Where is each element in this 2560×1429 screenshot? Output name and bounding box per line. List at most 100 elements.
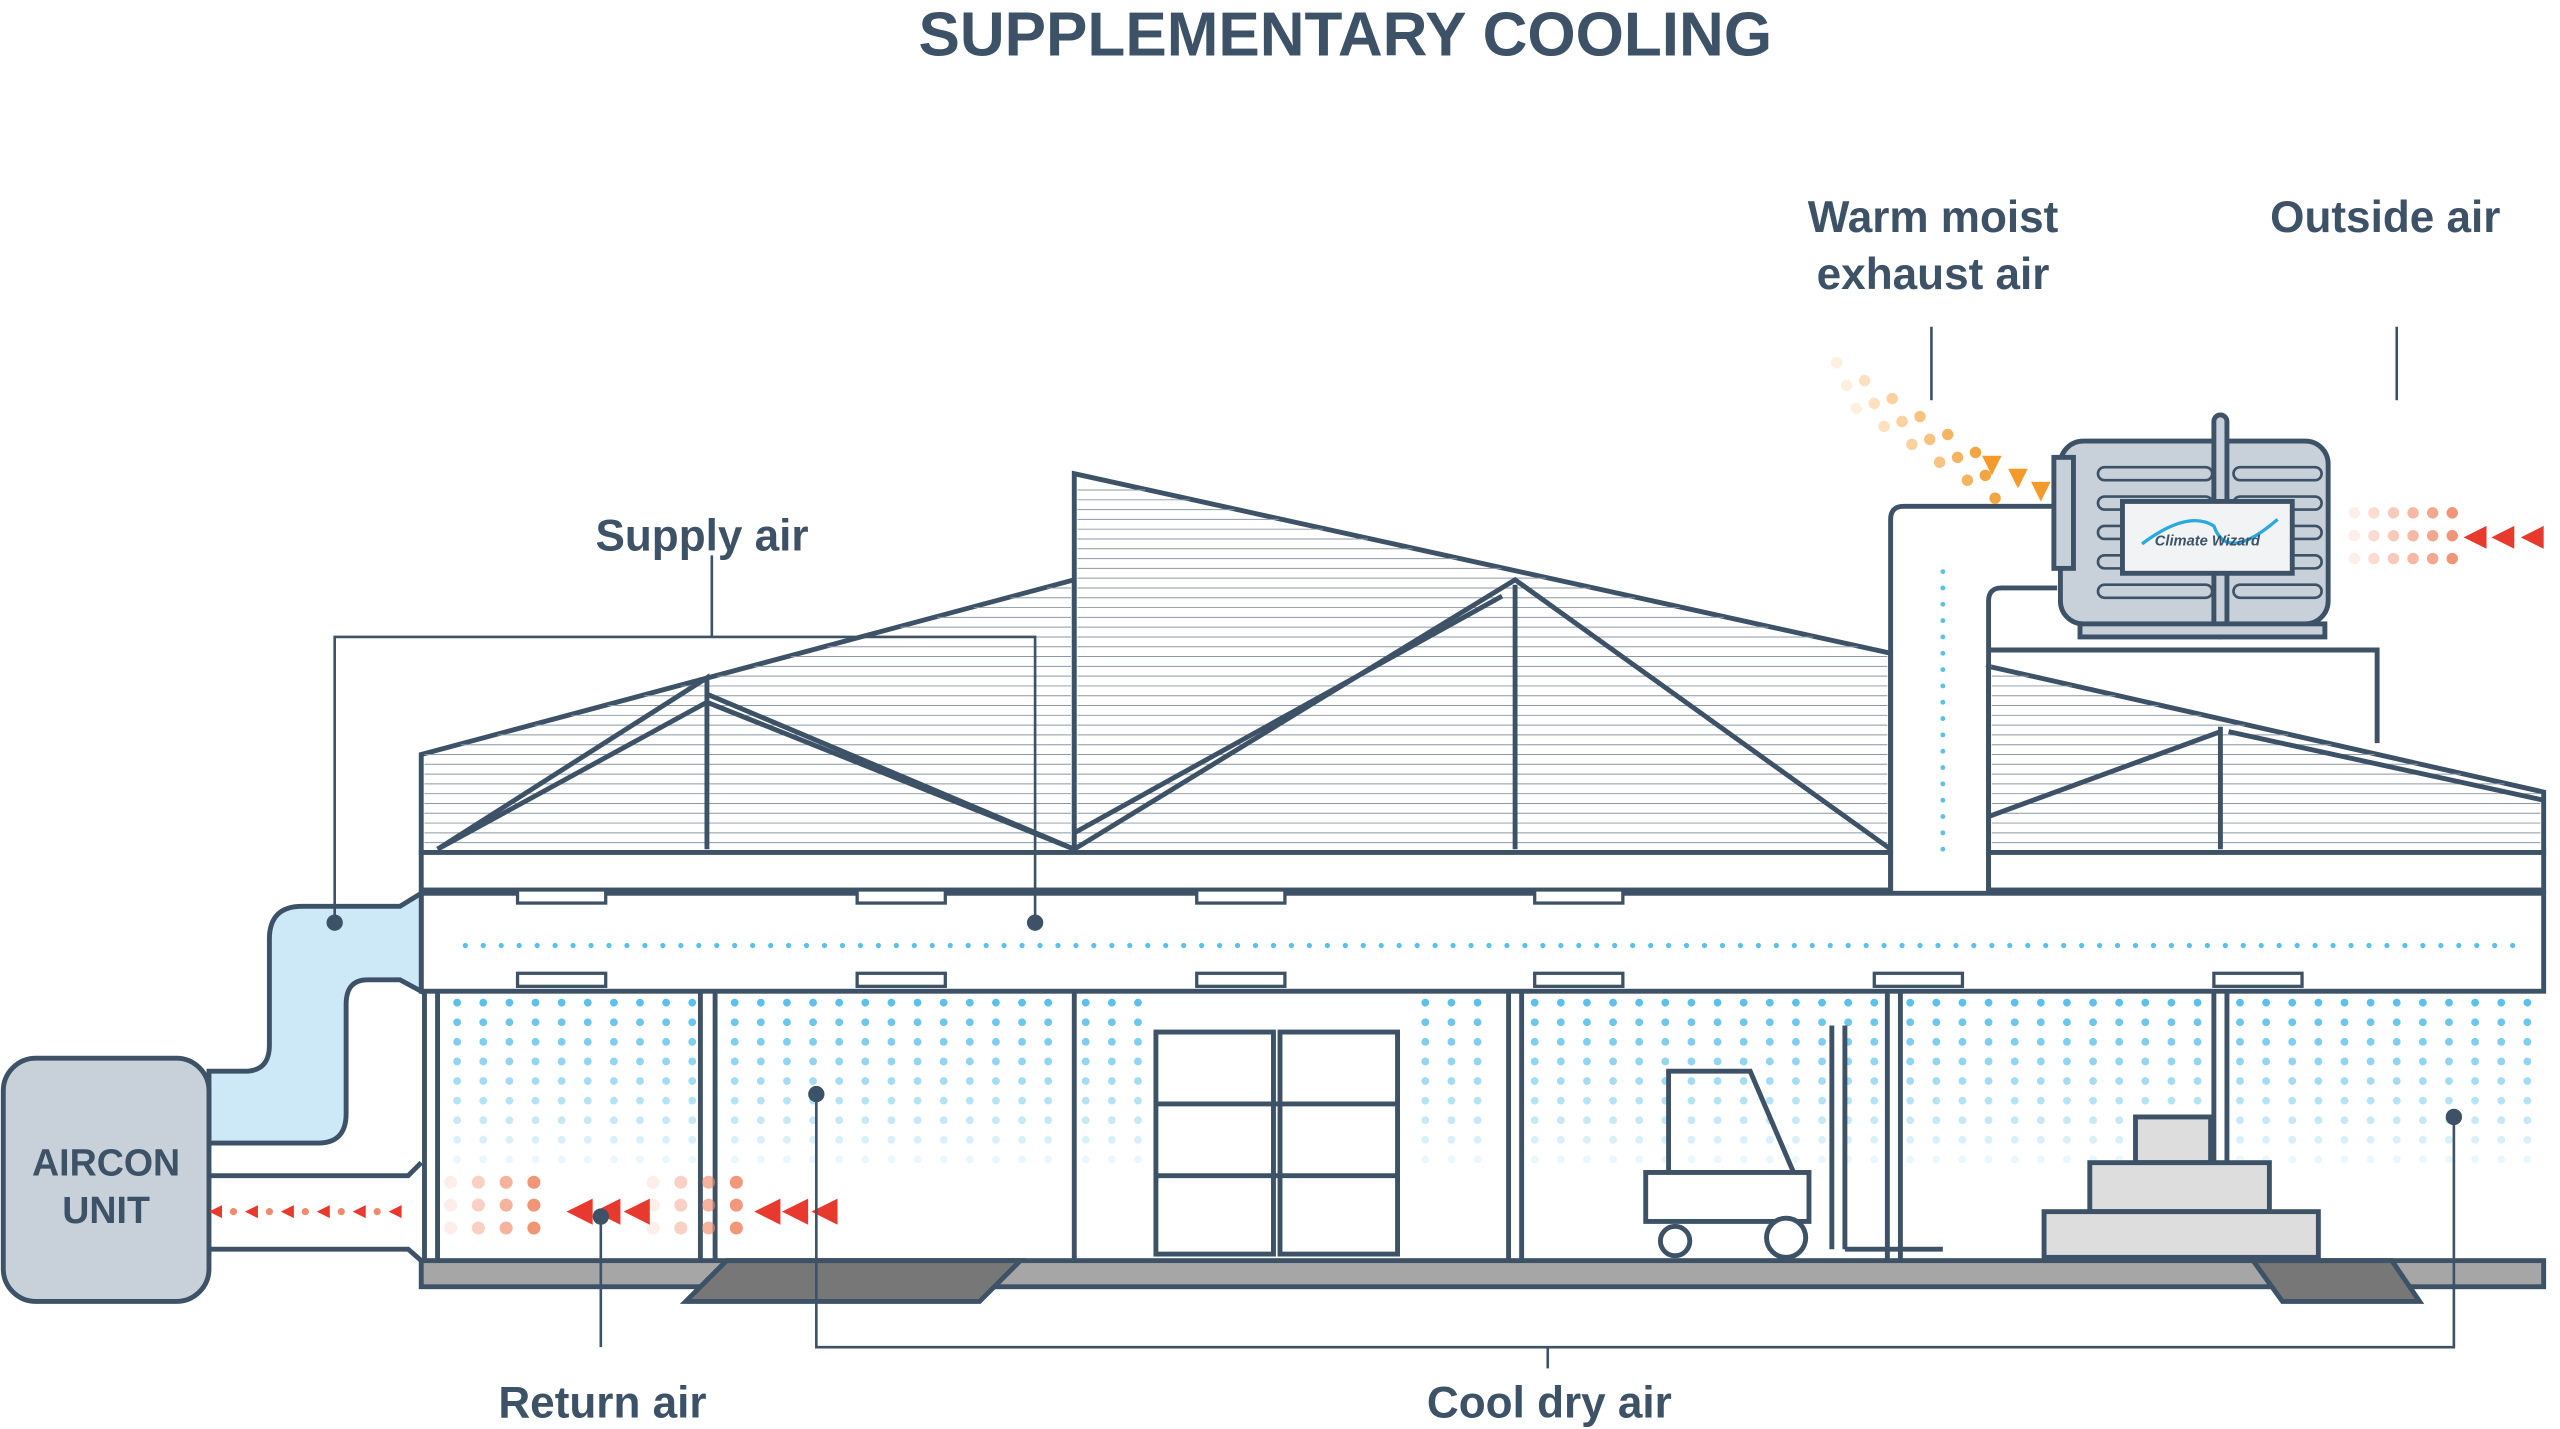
diffuser: [2212, 971, 2304, 988]
cool-dot: [730, 1135, 739, 1144]
cool-dot: [479, 1077, 488, 1085]
cool-dot: [662, 1155, 671, 1164]
cool-dot: [756, 1135, 765, 1144]
cool-dot: [1635, 1116, 1644, 1125]
flow-dot: [1791, 942, 1797, 949]
cool-dot: [1792, 1077, 1800, 1085]
warm-dot: [471, 1221, 485, 1235]
cool-dot: [1583, 1155, 1591, 1164]
cool-dot: [1739, 1057, 1748, 1066]
cool-dot: [861, 1116, 870, 1125]
cool-dot: [1107, 1135, 1116, 1144]
flow-dot: [2096, 942, 2103, 949]
cool-dot: [1739, 1155, 1748, 1164]
cool-dot: [2262, 1135, 2271, 1144]
cool-dot: [688, 1155, 697, 1164]
cool-dot: [2366, 1096, 2375, 1105]
cool-dot: [636, 1135, 644, 1144]
cool-dot: [479, 1037, 488, 1046]
stacked-boxes: [2041, 1114, 2321, 1260]
building-structure: [422, 991, 2230, 1261]
fin: [2096, 583, 2214, 600]
cool-dot: [887, 1096, 896, 1105]
cool-dot: [1844, 998, 1853, 1007]
cool-dot: [2340, 1096, 2349, 1105]
cool-dot: [636, 1037, 644, 1046]
warm-arrow: [2491, 525, 2515, 549]
cool-dot: [835, 998, 844, 1007]
cool-dot: [2167, 1057, 2176, 1066]
exhaust-dot: [1951, 451, 1964, 464]
cool-dot: [2089, 1037, 2097, 1046]
cool-dot: [2471, 1018, 2480, 1027]
cool-dot: [2115, 1135, 2124, 1144]
cool-dot: [1134, 1135, 1142, 1144]
cool-dot: [453, 1018, 462, 1027]
flow-dot: [2402, 942, 2408, 949]
flow-dot: [1109, 942, 1115, 949]
cool-dot: [557, 1057, 566, 1066]
fin: [2232, 465, 2323, 482]
cool-dot: [2167, 1037, 2176, 1046]
flow-dot: [1940, 748, 1946, 754]
cool-dot: [2036, 1116, 2045, 1125]
cool-dot: [2089, 1096, 2097, 1105]
cool-dot: [2193, 1037, 2202, 1046]
cool-dot: [991, 1135, 1000, 1144]
flow-dot: [1701, 942, 1708, 949]
flow-dot: [1940, 797, 1946, 803]
cool-dot: [2036, 1096, 2045, 1105]
warm-dot: [2368, 507, 2380, 519]
cool-dot: [1906, 1096, 1915, 1105]
cool-dot: [2366, 1057, 2375, 1066]
cool-dot: [1984, 1077, 1993, 1085]
cool-dot: [1018, 1155, 1026, 1164]
cool-dot: [1661, 1057, 1670, 1066]
cool-dot: [1556, 998, 1565, 1007]
flow-dot: [1940, 650, 1946, 656]
cool-dot: [2063, 1037, 2071, 1046]
cool-dot: [688, 1135, 697, 1144]
cool-dot: [2418, 1057, 2427, 1066]
diffuser: [1195, 888, 1287, 905]
cool-dot: [861, 1155, 870, 1164]
cool-dot: [835, 1018, 844, 1027]
cool-dot: [2418, 1037, 2427, 1046]
warm-dot: [444, 1198, 458, 1212]
cool-dot: [887, 998, 896, 1007]
cool-dot: [1421, 1155, 1430, 1164]
cool-dot: [1765, 1057, 1774, 1066]
flow-dot: [929, 942, 935, 949]
cool-dot: [1530, 1018, 1539, 1027]
cool-dot: [730, 1116, 739, 1125]
cool-dot: [861, 1077, 870, 1085]
cool-dot: [1530, 1096, 1539, 1105]
cool-dot: [2193, 1057, 2202, 1066]
cool-dot: [1765, 1037, 1774, 1046]
cool-dot: [688, 1077, 697, 1085]
flow-dot: [1940, 683, 1946, 689]
warm-dot: [2426, 552, 2439, 565]
svg-text:Climate Wizard: Climate Wizard: [2155, 534, 2261, 550]
flow-dot: [2474, 942, 2480, 949]
cool-dot: [531, 1077, 540, 1085]
cool-dot: [783, 1155, 791, 1164]
cool-dot: [609, 1077, 618, 1085]
cool-dot: [1556, 1116, 1565, 1125]
cool-dot: [1635, 1077, 1644, 1085]
flow-dot: [893, 942, 899, 949]
cool-dot: [479, 1018, 488, 1027]
cool-dot: [887, 1037, 896, 1046]
cool-dot: [2010, 1037, 2019, 1046]
cool-dot: [1530, 1116, 1539, 1125]
cool-dot: [1556, 1037, 1565, 1046]
flow-dot: [2150, 942, 2157, 949]
cool-dot: [2523, 998, 2532, 1007]
cool-dot: [2445, 1135, 2453, 1144]
cool-dot: [1018, 1018, 1026, 1027]
cool-dot: [1984, 1037, 1993, 1046]
cool-dot: [1530, 998, 1539, 1007]
cool-dot: [453, 1135, 462, 1144]
flow-dot: [480, 942, 486, 949]
cool-dot: [636, 998, 644, 1007]
